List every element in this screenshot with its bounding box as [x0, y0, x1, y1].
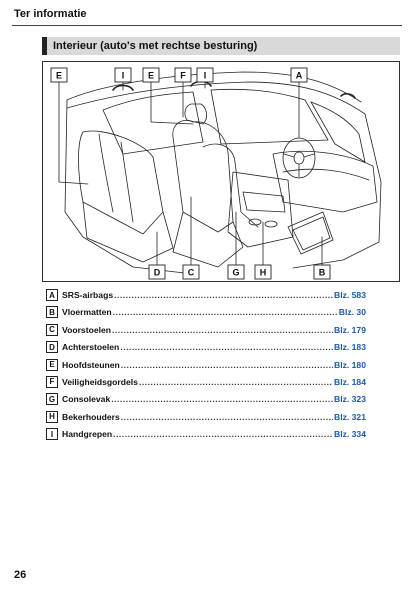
- index-title: Achterstoelen: [62, 342, 120, 353]
- page-reference-link[interactable]: Blz. 321: [333, 411, 366, 422]
- index-letter: G: [46, 393, 58, 406]
- page-reference-link[interactable]: Blz. 323: [333, 394, 366, 405]
- index-row: D Achterstoelen Blz. 183: [46, 339, 366, 355]
- index-title: Vloermatten: [62, 307, 112, 318]
- index-title: Bekerhouders: [62, 411, 120, 422]
- callout-label: E: [56, 71, 62, 81]
- index-title: Voorstoelen: [62, 324, 112, 335]
- page-reference-link[interactable]: Blz. 30: [338, 307, 366, 318]
- index-row: I Handgrepen Blz. 334: [46, 426, 366, 442]
- callout-row-top: E I E F I A: [50, 67, 308, 83]
- page-reference-link[interactable]: Blz. 334: [333, 429, 366, 440]
- index-letter: A: [46, 289, 58, 301]
- index-letter: E: [46, 358, 58, 371]
- index-letter: F: [46, 375, 58, 388]
- index-row: H Bekerhouders Blz. 321: [46, 409, 366, 425]
- callout-label: I: [122, 71, 125, 81]
- page-reference-link[interactable]: Blz. 180: [333, 359, 366, 370]
- index-row: C Voorstoelen Blz. 179: [46, 322, 366, 338]
- dot-leader: [114, 290, 333, 300]
- dot-leader: [113, 307, 338, 317]
- index-title: SRS-airbags: [62, 290, 114, 300]
- callout-label: D: [154, 268, 161, 278]
- index-title: Consolevak: [62, 394, 111, 405]
- index-row: E Hoofdsteunen Blz. 180: [46, 357, 366, 373]
- dot-leader: [121, 360, 333, 370]
- callout-label: I: [204, 71, 207, 81]
- running-header: Ter informatie: [14, 8, 87, 20]
- index-letter: H: [46, 410, 58, 423]
- index-row: G Consolevak Blz. 323: [46, 391, 366, 407]
- index-row: A SRS-airbags Blz. 583: [46, 287, 366, 303]
- dot-leader: [120, 342, 333, 352]
- index-letter: D: [46, 341, 58, 354]
- index-row: F Veiligheidsgordels Blz. 184: [46, 374, 366, 390]
- dot-leader: [111, 394, 333, 404]
- dot-leader: [112, 325, 333, 335]
- dot-leader: [121, 412, 333, 422]
- header-divider: [12, 25, 402, 26]
- page-number: 26: [14, 569, 27, 581]
- index-letter: B: [46, 306, 58, 319]
- callout-row-bottom: D C G H B: [148, 264, 331, 280]
- dot-leader: [139, 377, 333, 387]
- callout-label: E: [148, 71, 154, 81]
- page-reference-link[interactable]: Blz. 179: [333, 324, 366, 335]
- index-letter: I: [46, 428, 58, 441]
- page-reference-link[interactable]: Blz. 183: [333, 342, 366, 353]
- index-row: B Vloermatten Blz. 30: [46, 304, 366, 320]
- car-interior-drawing: E I E F I A D C G H B: [50, 67, 382, 280]
- callout-label: F: [180, 71, 186, 81]
- index-title: Handgrepen: [62, 429, 113, 440]
- callout-label: C: [188, 268, 195, 278]
- page-reference-link[interactable]: Blz. 184: [333, 376, 366, 387]
- callout-label: G: [232, 268, 239, 278]
- page-reference-link[interactable]: Blz. 583: [333, 290, 366, 300]
- callout-label: A: [296, 71, 303, 81]
- index-title: Hoofdsteunen: [62, 359, 120, 370]
- index-title: Veiligheidsgordels: [62, 376, 138, 387]
- dot-leader: [113, 429, 333, 439]
- interior-illustration: E I E F I A D C G H B: [42, 61, 400, 282]
- callout-label: B: [319, 268, 326, 278]
- reference-index: A SRS-airbags Blz. 583 B Vloermatten Blz…: [46, 287, 366, 444]
- callout-label: H: [260, 268, 267, 278]
- section-title: Interieur (auto's met rechtse besturing): [42, 37, 400, 55]
- index-letter: C: [46, 323, 58, 336]
